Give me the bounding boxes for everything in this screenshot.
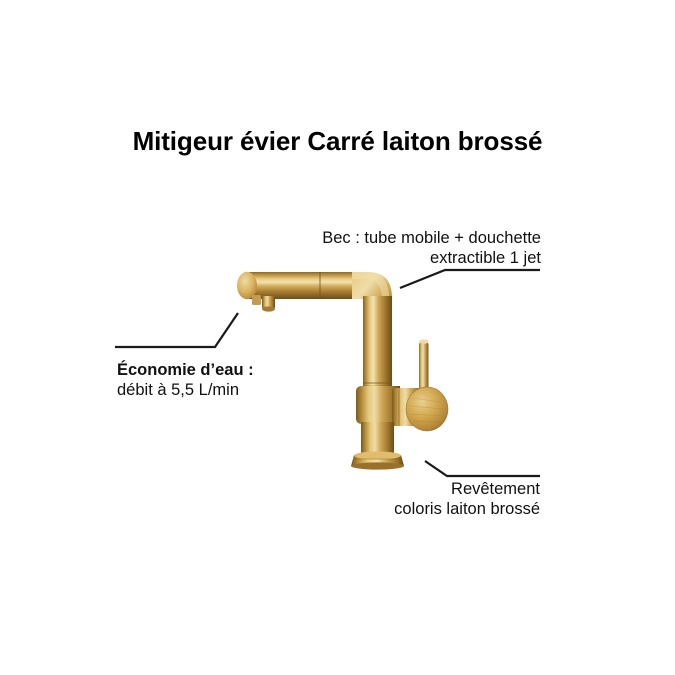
callout-finish: Revêtement coloris laiton brossé [280, 479, 540, 519]
callout-water-saving-line2: débit à 5,5 L/min [117, 381, 239, 399]
callout-water-saving: Économie d’eau : débit à 5,5 L/min [117, 360, 357, 400]
callout-spout-line2: extractible 1 jet [430, 249, 541, 267]
callout-finish-line2: coloris laiton brossé [394, 500, 540, 518]
page-title: Mitigeur évier Carré laiton brossé [132, 126, 543, 156]
faucet-spout [237, 271, 368, 312]
callout-spout: Bec : tube mobile + douchette extractibl… [241, 228, 541, 268]
callout-finish-line1: Revêtement [451, 480, 540, 498]
callout-spout-line1: Bec : tube mobile + douchette [322, 229, 541, 247]
callout-water-saving-line1: Économie d’eau : [117, 361, 254, 379]
faucet-body [356, 339, 449, 432]
lever-cap[interactable] [406, 387, 448, 431]
lever-handle-rod[interactable] [419, 341, 429, 399]
faucet-riser [363, 296, 392, 396]
spout-end-cap [237, 271, 257, 300]
spout-nub [262, 296, 275, 309]
faucet-base [351, 422, 404, 470]
